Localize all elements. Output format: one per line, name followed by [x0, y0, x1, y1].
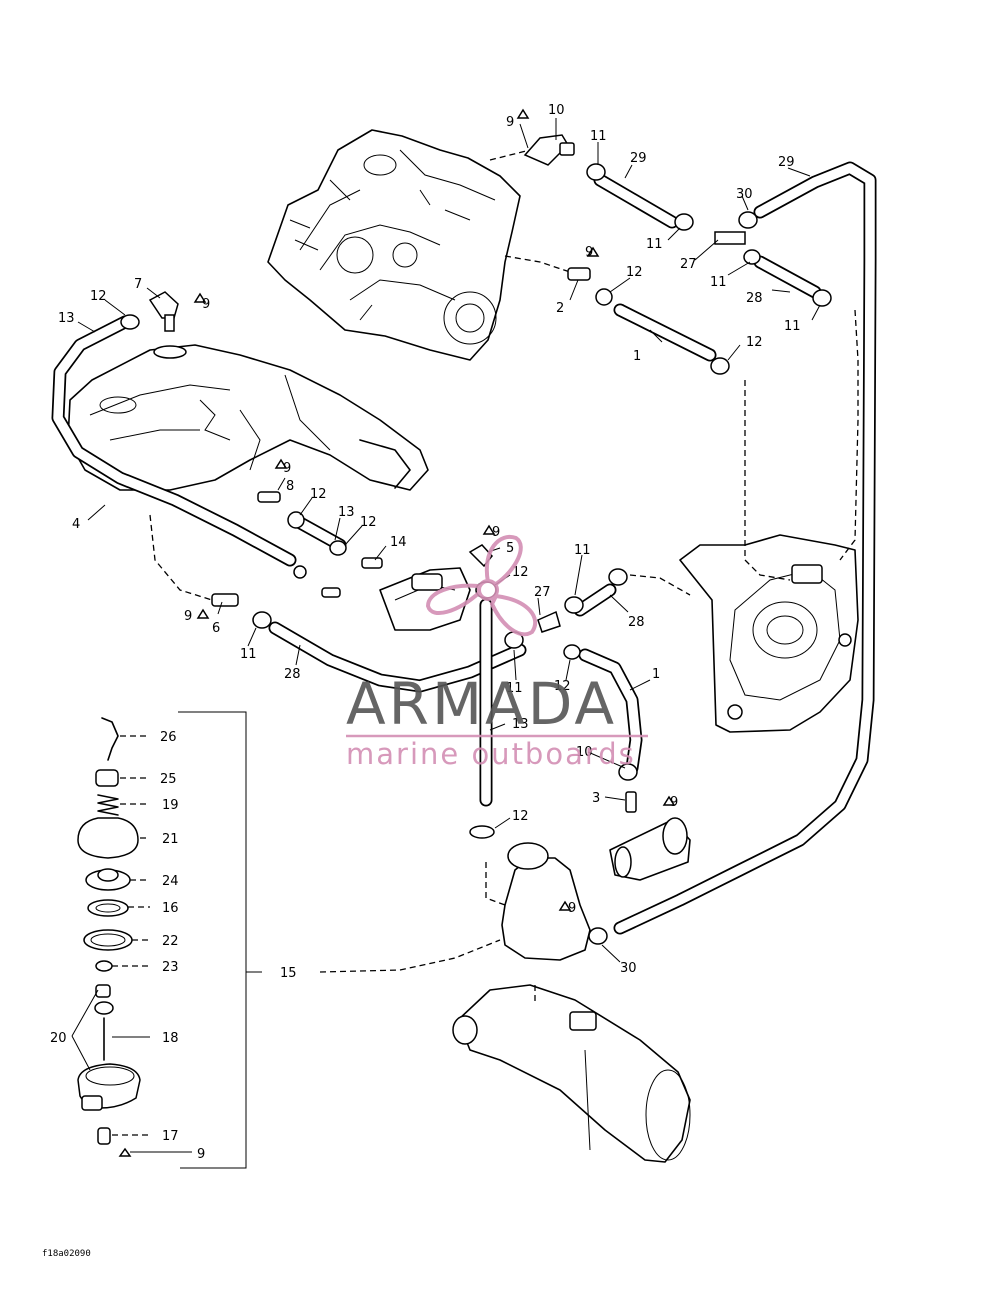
- part-label: 12: [512, 809, 529, 824]
- part-label: 12: [310, 487, 327, 502]
- part-label: 3: [592, 791, 600, 806]
- part-label: 2: [556, 301, 564, 316]
- watermark: ARMADA marine outboards: [346, 534, 648, 771]
- part-label: 4: [72, 517, 80, 532]
- hose-13-left: [51, 315, 297, 567]
- part-label: 23: [162, 960, 179, 975]
- resonator-tank: [501, 842, 591, 961]
- leader-lines: [77, 118, 821, 963]
- exhaust-pipe: [67, 344, 429, 491]
- watermark-tagline: marine outboards: [346, 737, 636, 771]
- hose-28-middle: [573, 583, 617, 617]
- part-label: 21: [162, 832, 179, 847]
- part-label: 11: [506, 681, 523, 696]
- part-label: 9: [197, 1147, 205, 1162]
- part-label: 1: [633, 349, 641, 364]
- part-label: 9: [670, 795, 678, 810]
- part-label: 12: [746, 335, 763, 350]
- part-label: 11: [590, 129, 607, 144]
- part-label: 11: [784, 319, 801, 334]
- part-label: 29: [630, 151, 647, 166]
- part-label: 10: [576, 745, 593, 760]
- part-label: 15: [280, 966, 297, 981]
- flow-lines: [149, 149, 859, 1005]
- part-label: 9: [506, 115, 514, 130]
- engine-block: [267, 129, 521, 361]
- drawing-code: f18a02090: [42, 1249, 91, 1259]
- water-box-housing: [679, 534, 859, 733]
- part-label: 11: [574, 543, 591, 558]
- part-label: 9: [568, 901, 576, 916]
- part-label: 12: [512, 565, 529, 580]
- part-label: 17: [162, 1129, 179, 1144]
- part-label: 6: [212, 621, 220, 636]
- part-label: 8: [286, 479, 294, 494]
- part-label: 12: [626, 265, 643, 280]
- part-label: 9: [585, 245, 593, 260]
- part-label: 12: [360, 515, 377, 530]
- exhaust-outlet-cylinder: [609, 817, 691, 881]
- part-label: 11: [240, 647, 257, 662]
- part-label: 12: [90, 289, 107, 304]
- part-label: 19: [162, 798, 179, 813]
- fitting-7: [148, 291, 179, 332]
- part-label: 13: [58, 311, 75, 326]
- part-label: 5: [506, 541, 514, 556]
- part-label: 27: [534, 585, 551, 600]
- part-label: 11: [710, 275, 727, 290]
- part-label: 13: [512, 717, 529, 732]
- part-label: 7: [134, 277, 142, 292]
- part-label: 20: [50, 1031, 67, 1046]
- part-label: 10: [548, 103, 565, 118]
- propeller-logo: [425, 534, 538, 637]
- part-label: 28: [284, 667, 301, 682]
- watermark-brand: ARMADA: [346, 670, 617, 738]
- thermostat-exploded-view: [71, 711, 262, 1169]
- part-label: 13: [338, 505, 355, 520]
- part-label: 14: [390, 535, 407, 550]
- hose-28-lower: [268, 621, 527, 693]
- exhaust-manifold-center: [379, 567, 471, 631]
- part-label: 27: [680, 257, 697, 272]
- muffler: [452, 984, 691, 1163]
- part-label: 28: [628, 615, 645, 630]
- part-label: 12: [554, 679, 571, 694]
- part-label: 30: [620, 961, 637, 976]
- part-label: 24: [162, 874, 179, 889]
- part-label: 29: [778, 155, 795, 170]
- part-labels: 10 9 11 29 29 30 11 27 11 28 11 9 12 2 1…: [50, 103, 801, 1162]
- small-parts: [193, 108, 832, 945]
- part-label: 26: [160, 730, 177, 745]
- hose-29-long: [613, 161, 877, 935]
- clamp-12-top-left: [120, 314, 140, 330]
- hose-1-upper: [613, 303, 717, 362]
- part-label: 18: [162, 1031, 179, 1046]
- part-label: 28: [746, 291, 763, 306]
- part-label: 9: [283, 461, 291, 476]
- part-label: 11: [646, 237, 663, 252]
- hose-1-lower: [578, 648, 643, 775]
- part-label: 30: [736, 187, 753, 202]
- part-label: 25: [160, 772, 177, 787]
- hose-28-upper: [753, 255, 822, 299]
- part-label: 9: [184, 609, 192, 624]
- hose-29-upper: [593, 173, 679, 229]
- part-label: 1: [652, 667, 660, 682]
- part-label: 16: [162, 901, 179, 916]
- part-label: 9: [492, 525, 500, 540]
- part-label: 9: [202, 297, 210, 312]
- part-label: 22: [162, 934, 179, 949]
